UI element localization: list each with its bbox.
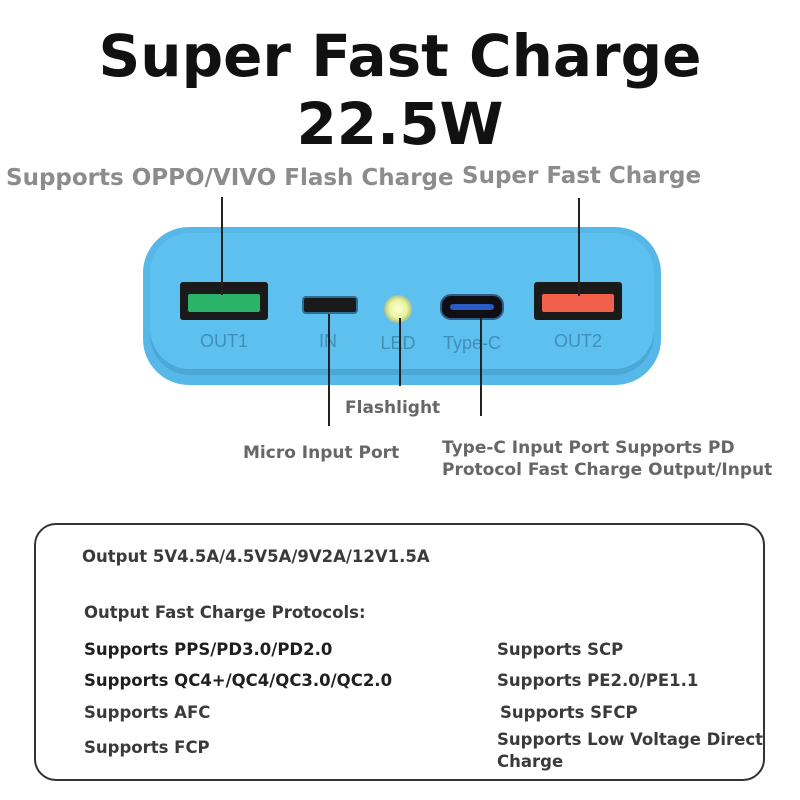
type-c-port [440, 294, 504, 320]
usb-a-port-out1 [180, 282, 268, 320]
usb-port-tongue [542, 294, 614, 312]
spec-box [34, 523, 765, 781]
spec-right-item: Supports PE2.0/PE1.1 [497, 671, 699, 690]
spec-output: Output 5V4.5A/4.5V5A/9V2A/12V1.5A [82, 547, 430, 566]
callout-typec-line1: Type-C Input Port Supports PD [442, 438, 735, 458]
port-label-led: LED [380, 333, 416, 353]
spec-right-item: Supports SCP [497, 640, 624, 659]
power-bank: OUT1 IN LED Type-C OUT2 [143, 227, 661, 385]
port-label-out2: OUT2 [553, 331, 602, 351]
spec-left-item: Supports PPS/PD3.0/PD2.0 [84, 640, 333, 659]
leader-line-out2 [578, 198, 580, 296]
callout-flash-charge: Supports OPPO/VIVO Flash Charge [6, 165, 454, 191]
spec-right-item: Supports SFCP [500, 703, 638, 722]
power-bank-face: OUT1 IN LED Type-C OUT2 [150, 233, 654, 375]
spec-left-item: Supports AFC [84, 703, 211, 722]
leader-line-typec [480, 318, 482, 416]
type-c-port-inner [450, 304, 494, 310]
callout-micro-input: Micro Input Port [243, 443, 400, 463]
spec-left-item: Supports FCP [84, 738, 210, 757]
leader-line-out1 [221, 197, 223, 295]
spec-protocols-heading: Output Fast Charge Protocols: [84, 603, 366, 622]
leader-line-flashlight [399, 318, 401, 386]
micro-usb-port [302, 296, 358, 314]
port-label-out1: OUT1 [199, 331, 248, 351]
leader-line-micro [328, 314, 330, 426]
page-title: Super Fast Charge 22.5W [98, 22, 702, 158]
spec-right-item: Supports Low Voltage Direct Charge [497, 730, 763, 771]
callout-flashlight: Flashlight [345, 398, 441, 418]
spec-left-item: Supports QC4+/QC4/QC3.0/QC2.0 [84, 671, 393, 690]
led-flashlight-icon [384, 295, 412, 323]
callout-super-fast-charge: Super Fast Charge [462, 163, 702, 189]
callout-typec-line2: Protocol Fast Charge Output/Input [442, 460, 773, 480]
usb-a-port-out2 [534, 282, 622, 320]
usb-port-tongue [188, 294, 260, 312]
port-label-typec: Type-C [442, 333, 502, 353]
